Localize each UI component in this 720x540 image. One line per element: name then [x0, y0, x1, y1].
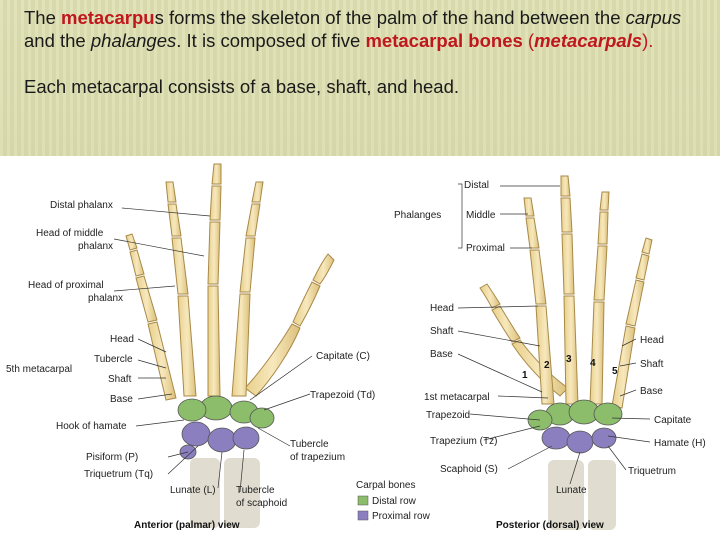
term-metacarpal-bones: metacarpal bones: [365, 30, 523, 51]
legend-proximal-label: Proximal row: [372, 511, 431, 522]
term-carpus: carpus: [625, 7, 682, 28]
label-head-middle-phalanx-2: phalanx: [78, 241, 113, 252]
label-tubercle-trapezium: Tubercle: [290, 439, 329, 450]
digit-number-1: 1: [522, 370, 528, 381]
label-tubercle-scaphoid-2: of scaphoid: [236, 498, 287, 509]
label-posterior-head: Head: [430, 303, 454, 314]
label-fifth-metacarpal: 5th metacarpal: [6, 364, 72, 375]
legend-distal-swatch: [357, 495, 369, 506]
label-hamate: Hamate (H): [654, 438, 706, 449]
posterior-forearm: [548, 460, 616, 530]
label-tubercle-trapezium-2: of trapezium: [290, 452, 345, 463]
structure-paragraph: Each metacarpal consists of a base, shaf…: [24, 76, 460, 97]
label-head-middle-phalanx: Head of middle: [36, 228, 104, 239]
label-pisiform: Pisiform (P): [86, 452, 138, 463]
label-trapezium: Trapezium (Tz): [430, 436, 497, 447]
label-distal-phalanx: Distal phalanx: [50, 200, 113, 211]
label-hook-of-hamate: Hook of hamate: [56, 421, 127, 432]
digit-number-4: 4: [590, 358, 596, 369]
posterior-carpals: [527, 399, 623, 454]
hand-bones-illustration: Distal phalanx Head of middle phalanx He…: [6, 163, 706, 531]
label-triquetrum-posterior: Triquetrum: [628, 466, 676, 477]
label-middle: Middle: [466, 210, 496, 221]
label-triquetrum-anterior: Triquetrum (Tq): [84, 469, 153, 480]
label-right-base: Base: [640, 386, 663, 397]
legend-proximal-swatch: [357, 510, 369, 521]
label-right-shaft: Shaft: [640, 359, 664, 370]
intro-paragraph: The metacarpus forms the skeleton of the…: [24, 7, 682, 51]
legend-distal-label: Distal row: [372, 496, 417, 507]
label-head-proximal-phalanx-2: phalanx: [88, 293, 123, 304]
label-lunate-posterior: Lunate: [556, 485, 587, 496]
label-capitate-anterior: Capitate (C): [316, 351, 370, 362]
label-right-head: Head: [640, 335, 664, 346]
digit-number-5: 5: [612, 366, 618, 377]
label-anterior-tubercle: Tubercle: [94, 354, 133, 365]
anterior-forearm: [190, 458, 260, 528]
digit-number-2: 2: [544, 360, 550, 371]
label-anterior-head: Head: [110, 334, 134, 345]
label-scaphoid: Scaphoid (S): [440, 464, 498, 475]
label-anterior-base: Base: [110, 394, 133, 405]
term-phalanges: phalanges: [90, 30, 177, 51]
leader-lines: [113, 183, 651, 493]
anterior-view-caption: Anterior (palmar) view: [134, 520, 240, 531]
legend-title: Carpal bones: [356, 480, 415, 491]
label-posterior-shaft: Shaft: [430, 326, 454, 337]
digit-number-3: 3: [566, 354, 572, 365]
label-lunate-anterior: Lunate (L): [170, 485, 216, 496]
anterior-hand-bones: [125, 163, 335, 401]
term-metacarpus: metacarpu: [61, 7, 155, 28]
posterior-hand-bones: [479, 175, 653, 409]
label-anterior-shaft: Shaft: [108, 374, 132, 385]
label-tubercle-scaphoid: Tubercle: [236, 485, 275, 496]
hand-skeleton-figure: Distal phalanx Head of middle phalanx He…: [0, 156, 720, 540]
anterior-carpals: [177, 395, 275, 460]
carpal-legend: Carpal bones Distal row Proximal row: [356, 480, 431, 522]
label-capitate-posterior: Capitate: [654, 415, 692, 426]
label-first-metacarpal: 1st metacarpal: [424, 392, 490, 403]
slide-text: The metacarpus forms the skeleton of the…: [24, 6, 704, 121]
label-phalanges: Phalanges: [394, 210, 441, 221]
label-trapezoid-posterior: Trapezoid: [426, 410, 470, 421]
label-proximal: Proximal: [466, 243, 505, 254]
posterior-view-caption: Posterior (dorsal) view: [496, 520, 604, 531]
term-metacarpals: metacarpals: [534, 30, 643, 51]
label-head-proximal-phalanx: Head of proximal: [28, 280, 104, 291]
label-trapezoid-anterior: Trapezoid (Td): [310, 390, 375, 401]
label-posterior-base: Base: [430, 349, 453, 360]
label-distal: Distal: [464, 180, 489, 191]
